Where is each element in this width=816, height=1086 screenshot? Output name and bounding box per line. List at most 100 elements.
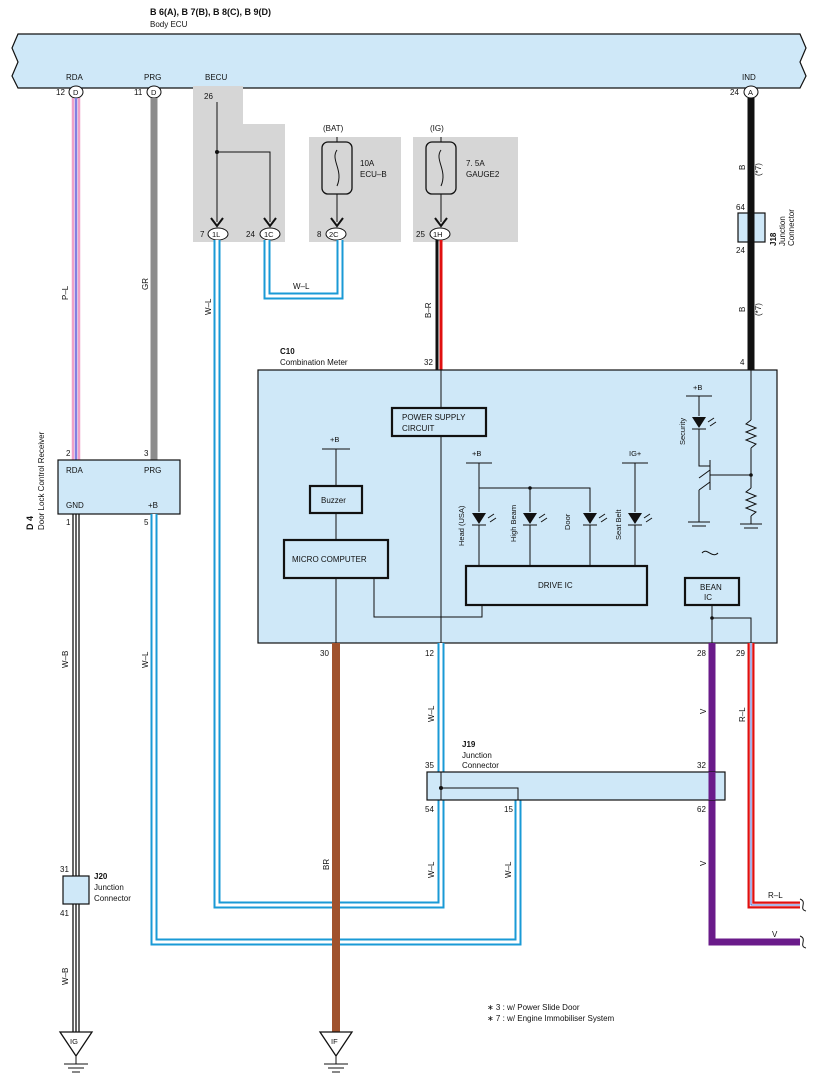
ecu-pin-rda-num: 12 (56, 88, 65, 97)
fuse-bat-icon (334, 149, 340, 187)
meter-id: C10 (280, 347, 295, 356)
d4-rda: RDA (66, 466, 84, 475)
junction-pin-1C (259, 217, 281, 241)
security-label: Security (678, 418, 687, 445)
wire-w-l-1L (213, 240, 445, 909)
body-ecu-box (11, 33, 807, 89)
junction-pin-1H-label: 1H (433, 230, 443, 239)
led-door-label: Door (563, 513, 572, 530)
wire-label-w-l-3: W–L (427, 705, 436, 722)
d4-box (57, 459, 181, 515)
j19-box (426, 771, 726, 801)
power-supply-label-1: POWER SUPPLY (402, 413, 466, 422)
buzzer-plus-b: +B (330, 435, 339, 444)
led-head-label: Head (USA) (457, 505, 466, 546)
security-plus-b: +B (693, 383, 702, 392)
j19-pin-15: 15 (504, 805, 513, 814)
micro-computer-box (282, 538, 390, 580)
led-high-icon (523, 513, 537, 566)
junction-pin-1C-num: 24 (246, 230, 255, 239)
wire-v-lower (708, 800, 800, 946)
wire-label-w-l-5: W–L (504, 861, 513, 878)
power-supply-box (390, 406, 488, 438)
led-arrows-icon (487, 513, 653, 523)
d4-pin-2: 2 (66, 449, 71, 458)
meter-pin-28: 28 (697, 649, 706, 658)
j18-pin-bottom: 24 (736, 246, 745, 255)
bean-to-pin29 (712, 617, 752, 643)
ecu-pin-rda-label: RDA (66, 73, 84, 82)
meter-pin-29: 29 (736, 649, 745, 658)
wire-label-r-l-1: R–L (738, 707, 747, 722)
wire-w-b-lower (72, 904, 80, 1032)
wire-label-p-l: P–L (61, 285, 70, 300)
meter-pin-4: 4 (740, 358, 745, 367)
led-seat-icon (628, 513, 642, 566)
fuse-ig-rating: 7. 5A (466, 159, 485, 168)
j19-id: J19 (462, 740, 476, 749)
bean-signal-icon (701, 550, 719, 556)
transistor-icon (698, 460, 751, 491)
ground-if-label: IF (331, 1037, 338, 1046)
led-high-label: High Beam (509, 505, 518, 542)
j18-name2: Connector (787, 209, 796, 246)
led-head-icon (472, 513, 486, 566)
ground-ig-icon (58, 1031, 94, 1073)
wire-label-v-3: V (772, 930, 778, 939)
fuse-bat-source: (BAT) (323, 124, 344, 133)
bean-ic-label-1: BEAN (700, 583, 722, 592)
wire-label-b-top: B (738, 165, 747, 170)
d4-pin-1: 1 (66, 518, 71, 527)
junction-pin-1C-label: 1C (264, 230, 274, 239)
wire-label-v-2: V (699, 860, 708, 866)
wire-w-l-loop (263, 240, 344, 300)
j18-pin-top: 64 (736, 203, 745, 212)
j20-id: J20 (94, 872, 108, 881)
ecu-pin-prg-label: PRG (144, 73, 161, 82)
wire-label-star7-top: (*7) (754, 163, 763, 176)
ecu-pin-ind-num: 24 (730, 88, 739, 97)
d4-pin-3: 3 (144, 449, 149, 458)
fuse-ig-name: GAUGE2 (466, 170, 500, 179)
junction-pin-2C-num: 8 (317, 230, 322, 239)
wire-label-v-1: V (699, 708, 708, 714)
led-seat-label: Seat Belt (614, 509, 623, 540)
drive-ic-box (464, 564, 649, 607)
d4-gnd: GND (66, 501, 84, 510)
j20-pin-41: 41 (60, 909, 69, 918)
j19-splice (439, 786, 443, 790)
micro-to-drive-ic (373, 578, 483, 618)
wire-label-w-l-loop: W–L (293, 282, 310, 291)
ecu-pin-becu-label: BECU (205, 73, 227, 82)
fuse-bat-body (321, 141, 353, 195)
junction-pin-1L-label: 1L (212, 230, 220, 239)
j20-pin-31: 31 (60, 865, 69, 874)
meter-name: Combination Meter (280, 358, 348, 367)
j19-name1: Junction (462, 751, 492, 760)
buzzer-label: Buzzer (321, 496, 346, 505)
fuse-ig-source: (IG) (430, 124, 444, 133)
ground-if-icon (318, 1031, 354, 1073)
junction-pin-1H-num: 25 (416, 230, 425, 239)
wire-label-b-r: B–R (424, 302, 433, 318)
j20-name1: Junction (94, 883, 124, 892)
led-splice-1 (528, 486, 532, 490)
fuse-ig-body (425, 141, 457, 195)
d4-pin-5: 5 (144, 518, 149, 527)
bean-splice (710, 616, 714, 620)
wire-b-r (435, 240, 443, 370)
led-door-icon (583, 513, 597, 566)
junction-pin-1L-num: 7 (200, 230, 205, 239)
wire-v-break-icon (799, 935, 807, 949)
resistor-top-icon (744, 419, 758, 449)
resistor-splice (749, 473, 753, 477)
wire-label-b-mid: B (738, 307, 747, 312)
j18-name1: Junction (778, 216, 787, 246)
becu-shade (193, 86, 285, 242)
d4-id: D 4 (25, 516, 35, 530)
becu-splice-dot (215, 150, 219, 154)
security-to-transistor (698, 429, 710, 467)
wire-r-l (747, 643, 800, 909)
j19-pin-62: 62 (697, 805, 706, 814)
